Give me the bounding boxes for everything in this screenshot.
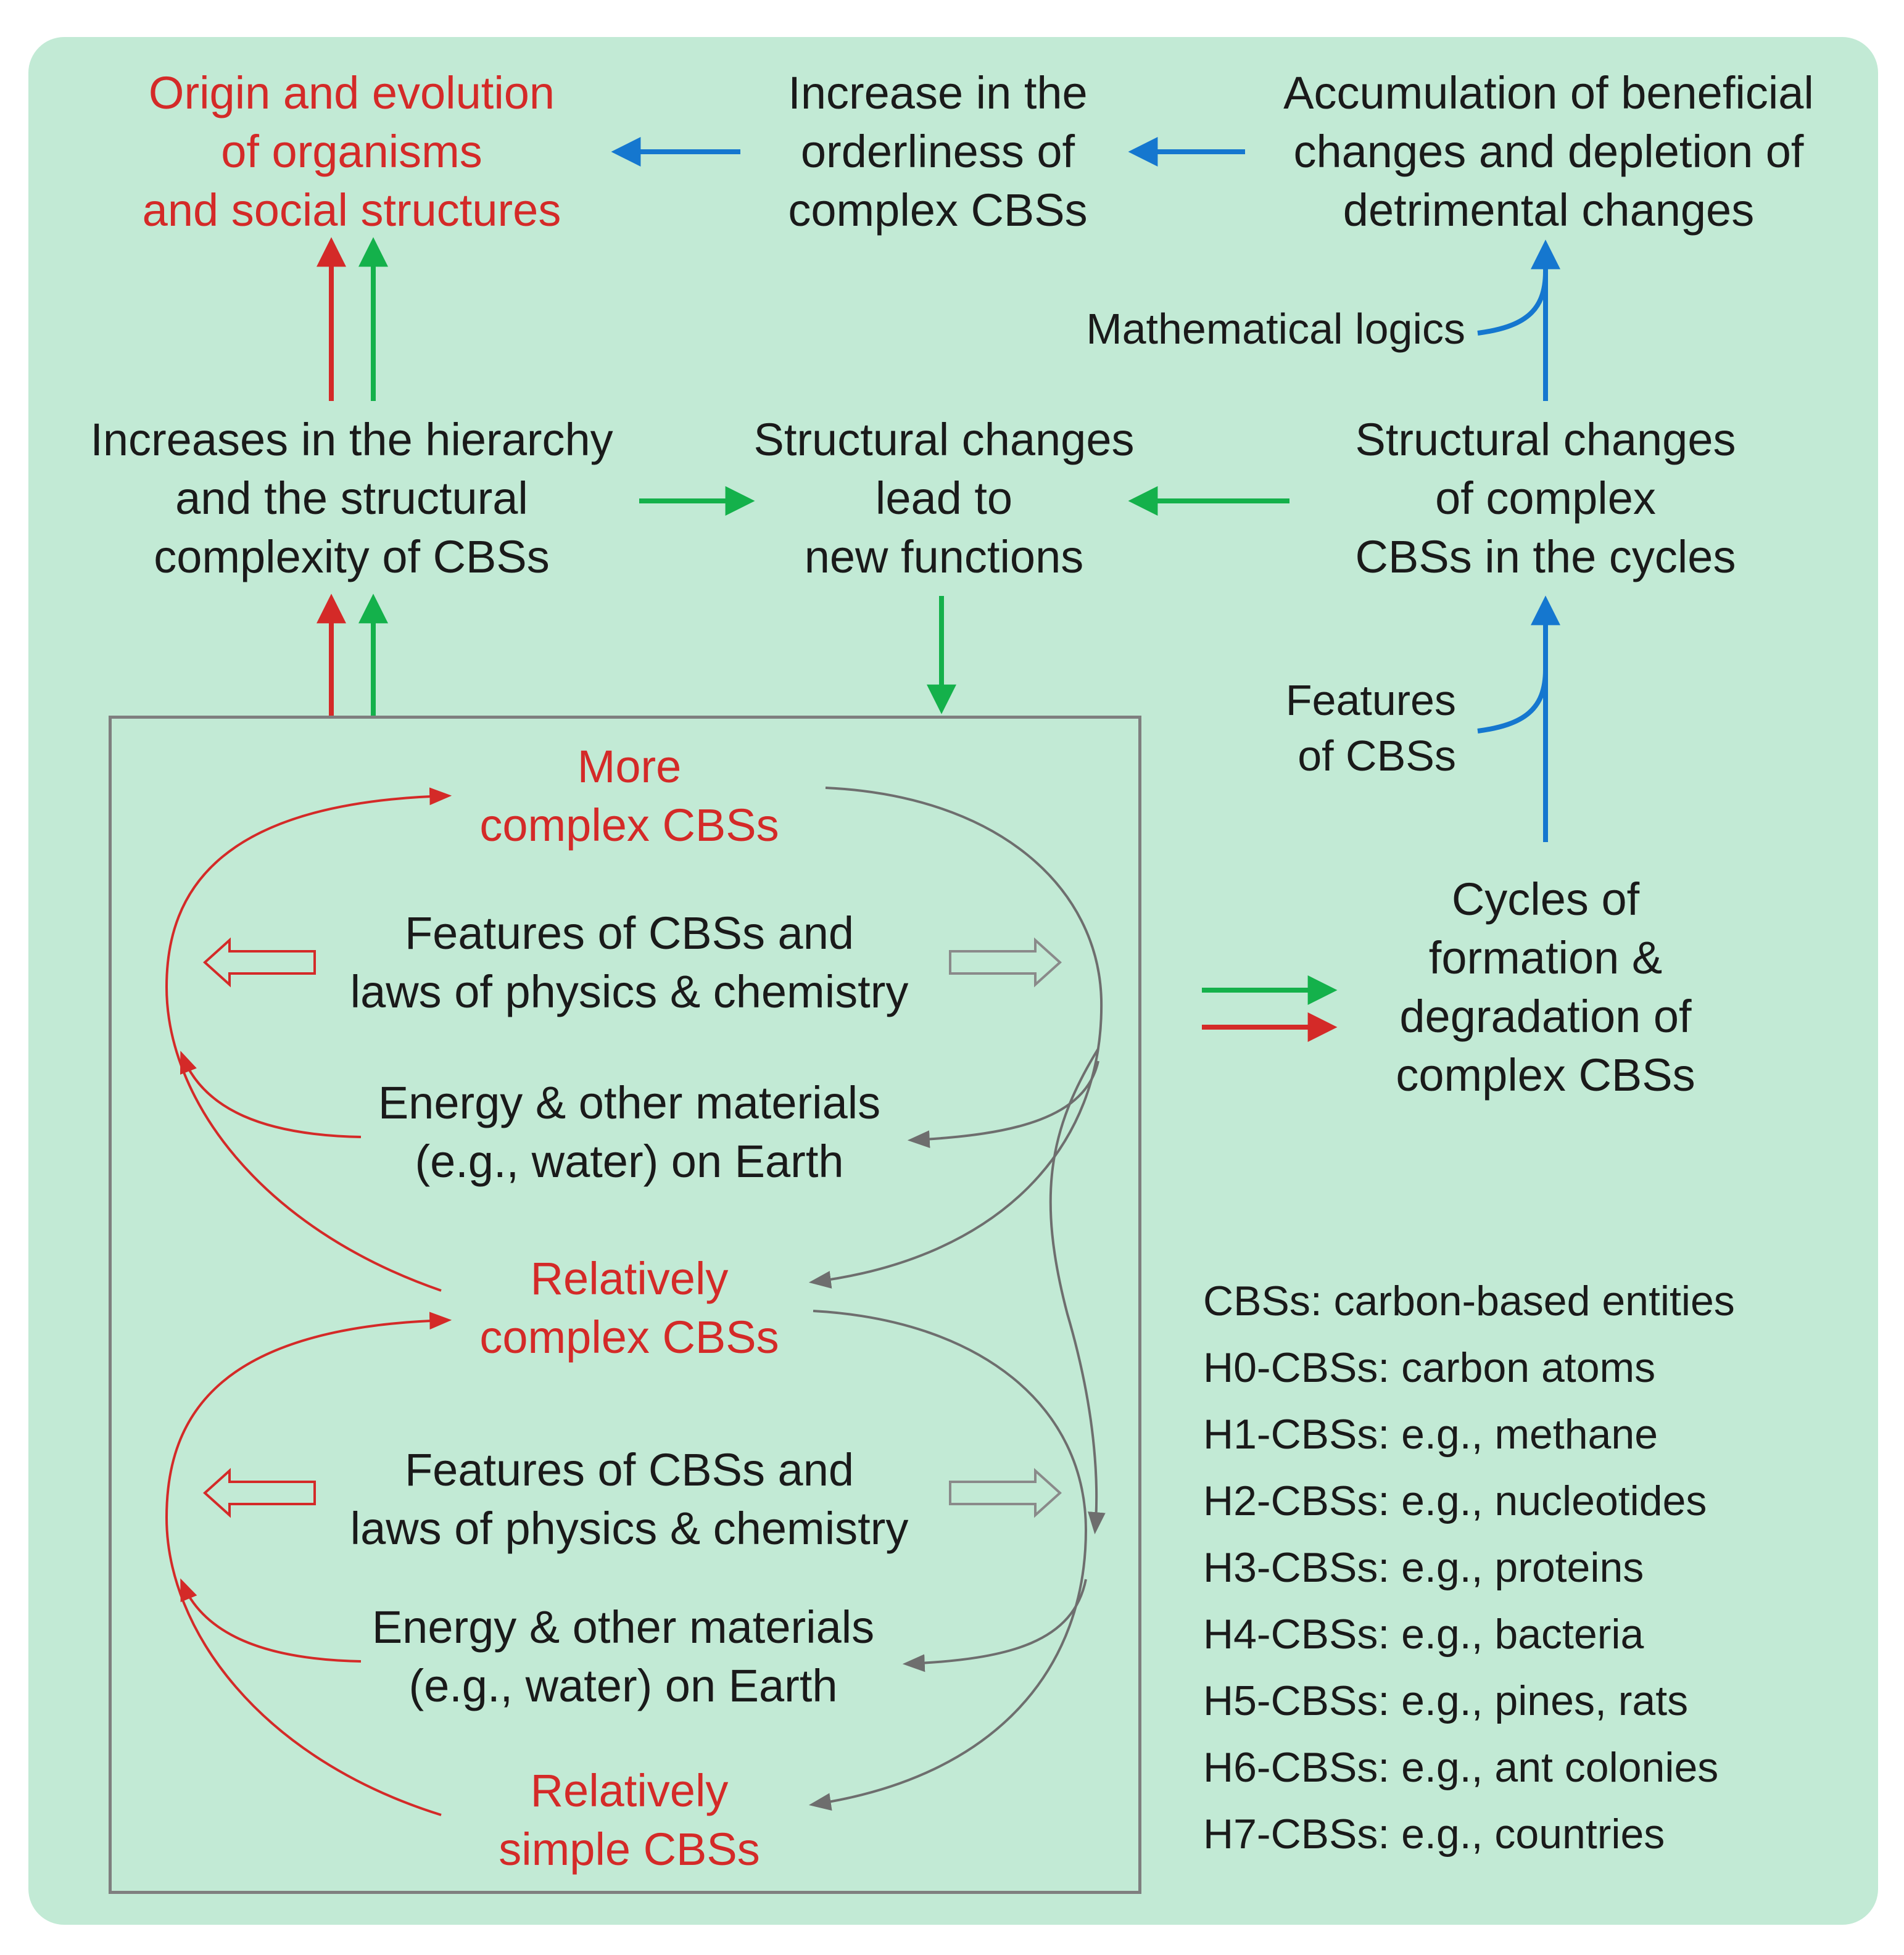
gray-curve-to-energy2 — [902, 1579, 1087, 1672]
features-laws-text-2: Features of CBSs and laws of physics & c… — [350, 1444, 909, 1554]
structural-new-functions-text: Structural changes lead to new functions — [753, 414, 1135, 582]
hollow-arrow-right-1 — [949, 937, 1062, 988]
red-curve-energy2 — [180, 1578, 362, 1663]
legend-item: H0-CBSs: carbon atoms — [1203, 1344, 1656, 1391]
hollow-arrow-left-1 — [203, 937, 316, 988]
hollow-arrow-left-2 — [203, 1468, 316, 1518]
more-complex-cbss: More complex CBSs — [479, 741, 779, 851]
legend-item: H3-CBSs: e.g., proteins — [1203, 1544, 1644, 1591]
relatively-simple-cbss: Relatively simple CBSs — [499, 1765, 760, 1875]
gray-curve-to-energy1 — [907, 1060, 1099, 1149]
accumulation-text: Accumulation of beneficial changes and d… — [1283, 67, 1814, 236]
gray-curve-more-to-simple — [1049, 1048, 1106, 1535]
legend-item: CBSs: carbon-based entities — [1203, 1278, 1735, 1325]
red-curve-relcomplex-to-more — [165, 787, 452, 1292]
legend-item: H6-CBSs: e.g., ant colonies — [1203, 1744, 1719, 1791]
energy-materials-text-2: Energy & other materials (e.g., water) o… — [371, 1602, 875, 1711]
structural-cycles-text: Structural changes of complex CBSs in th… — [1355, 414, 1736, 582]
energy-materials-text-1: Energy & other materials (e.g., water) o… — [378, 1077, 881, 1187]
cycle-box — [109, 716, 1141, 1894]
hollow-arrow-right-2 — [949, 1468, 1062, 1518]
legend-item: H2-CBSs: e.g., nucleotides — [1203, 1478, 1707, 1524]
gray-curve-more-to-relcomplex — [808, 787, 1103, 1289]
diagram-background — [28, 37, 1878, 1925]
legend-item: H5-CBSs: e.g., pines, rats — [1203, 1677, 1689, 1724]
red-curve-simple-to-relcomplex — [165, 1312, 452, 1816]
features-of-cbss-label: Features of CBSs — [1285, 676, 1456, 780]
red-curve-energy1 — [180, 1051, 362, 1138]
hierarchy-text: Increases in the hierarchy and the struc… — [90, 414, 613, 582]
cycles-text: Cycles of formation & degradation of com… — [1396, 874, 1695, 1101]
legend-item: H7-CBSs: e.g., countries — [1203, 1811, 1665, 1858]
legend: CBSs: carbon-based entities H0-CBSs: car… — [1203, 1268, 1735, 1867]
mathematical-logics-branch — [1477, 271, 1548, 336]
mathematical-logics-label: Mathematical logics — [1086, 305, 1465, 353]
legend-item: H4-CBSs: e.g., bacteria — [1203, 1611, 1644, 1658]
relatively-complex-cbss: Relatively complex CBSs — [479, 1253, 779, 1363]
legend-item: H1-CBSs: e.g., methane — [1203, 1411, 1658, 1458]
orderliness-text: Increase in the orderliness of complex C… — [788, 67, 1088, 236]
origin-evolution-text: Origin and evolution of organisms and so… — [142, 67, 561, 236]
features-of-cbss-branch — [1477, 669, 1548, 734]
features-laws-text-1: Features of CBSs and laws of physics & c… — [350, 907, 909, 1017]
gray-curve-relcomplex-to-simple — [808, 1310, 1088, 1811]
